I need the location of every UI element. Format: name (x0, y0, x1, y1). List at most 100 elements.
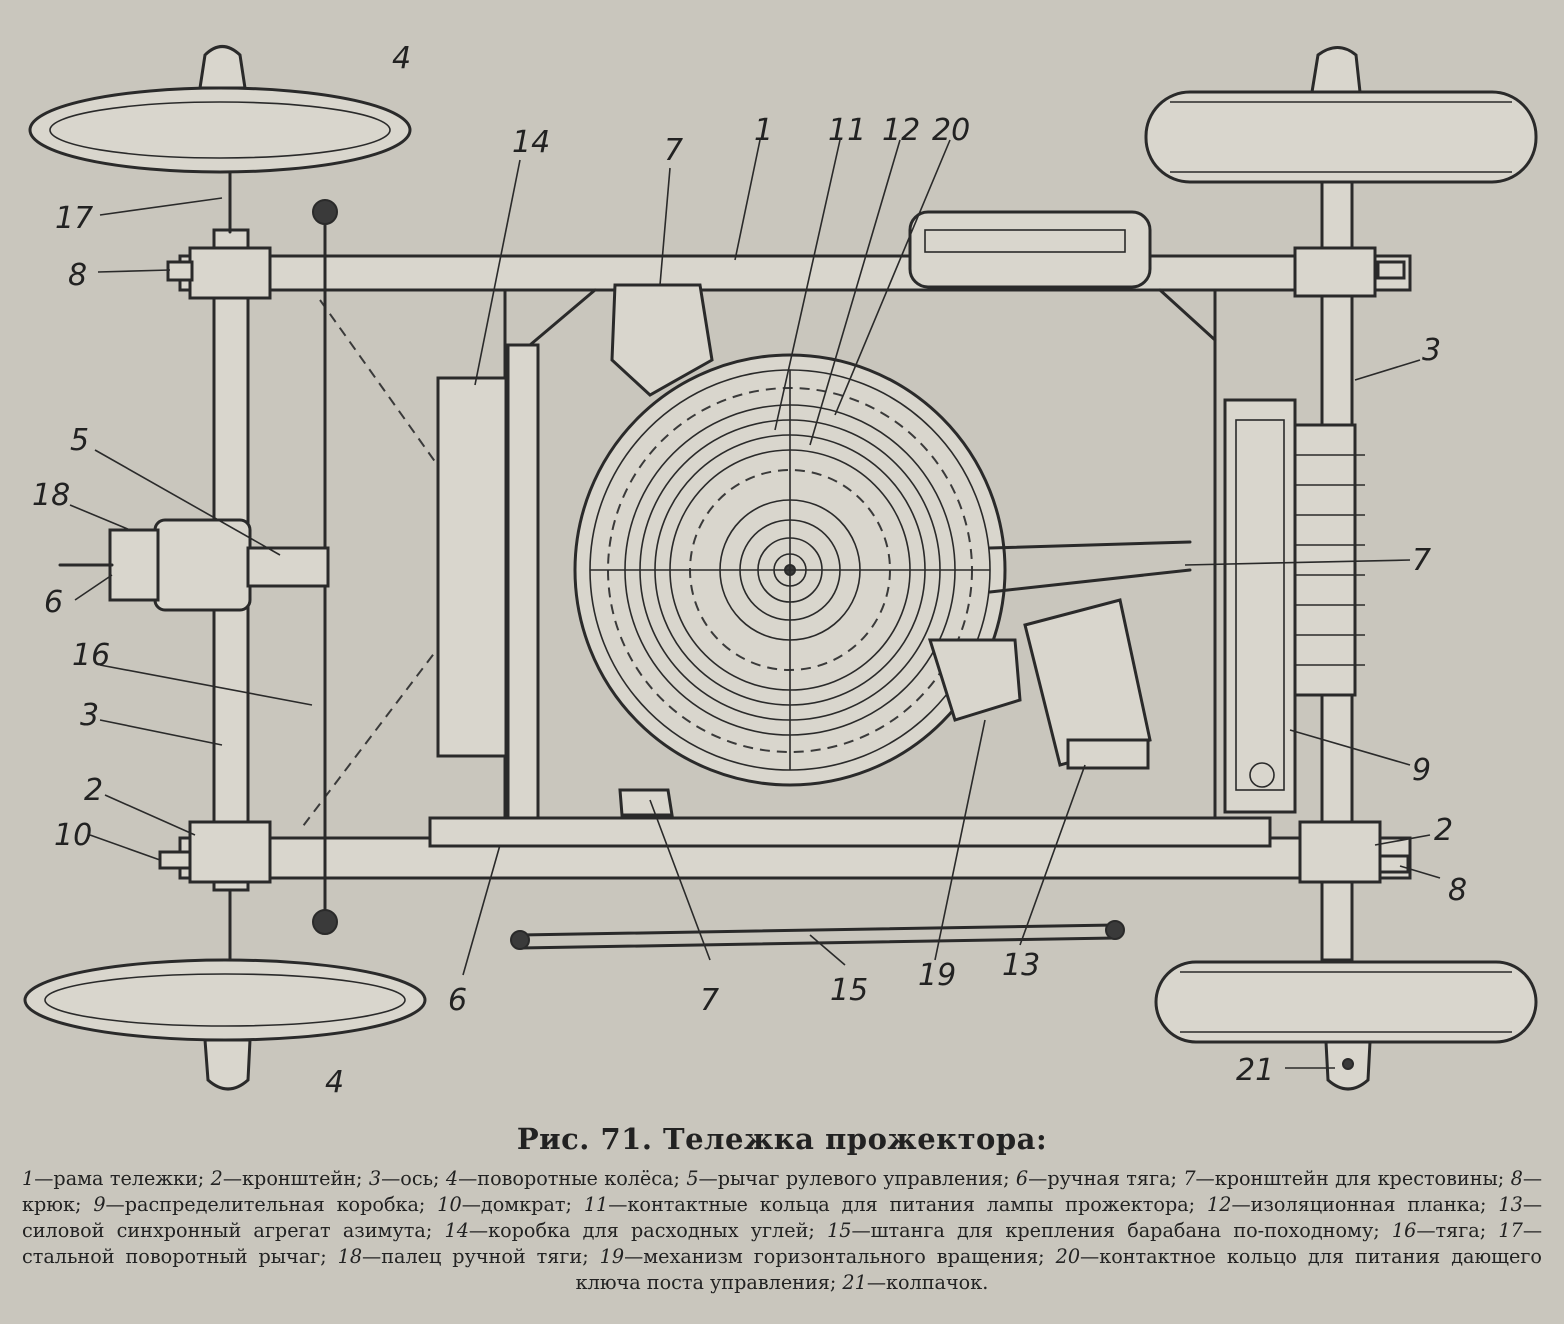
trolley-drawing: 4 14 7 1 11 12 20 17 8 3 5 18 6 7 16 3 9… (23, 41, 1538, 1100)
leader-lines (69, 139, 1441, 1069)
wheel-bottom-right (1154, 960, 1538, 1044)
cross-bracket-bottom (618, 788, 674, 817)
legend-number: 19 (599, 1245, 625, 1268)
frame-side-member (506, 343, 540, 847)
legend-item: 17—стальной поворотный рычаг; (22, 1219, 1542, 1268)
legend-number: 15 (827, 1219, 852, 1242)
legend-number: 2 (210, 1167, 223, 1190)
callout-3-right: 3 (1422, 333, 1441, 368)
callout-7-bottom: 7 (700, 983, 719, 1018)
cap-top-left (198, 45, 247, 90)
legend-number: 18 (337, 1245, 363, 1268)
legend-item: 4—поворотные колёса; (446, 1167, 686, 1190)
legend-text: —рычаг рулевого управления; (698, 1167, 1016, 1190)
right-bracket-bottom (1298, 820, 1382, 884)
callout-labels: 4 14 7 1 11 12 20 17 8 3 5 18 6 7 16 3 9… (32, 41, 1467, 1100)
legend-text: —кронштейн для крестовины; (1195, 1167, 1511, 1190)
legend-item: 1—рама тележки; (22, 1167, 211, 1190)
legend-item: 3—ось; (369, 1167, 446, 1190)
right-bracket-top (1293, 246, 1377, 298)
frame-top-beam (178, 254, 1412, 292)
azimuth-drive (1023, 598, 1152, 767)
callout-19: 19 (918, 958, 956, 993)
legend-item: 18—палец ручной тяги; (338, 1245, 600, 1268)
legend-number: 3 (368, 1167, 382, 1190)
stowing-bar (518, 923, 1117, 937)
legend-text: —тяга; (1416, 1219, 1499, 1242)
callout-14: 14 (512, 125, 550, 160)
figure-legend: 1—рама тележки; 2—кронштейн; 3—ось; 4—по… (22, 1166, 1542, 1296)
legend-item: 11—контактные кольца для питания лампы п… (584, 1193, 1207, 1216)
legend-item: 19—механизм горизонтального вращения; (600, 1245, 1056, 1268)
cross-bracket-top (610, 283, 714, 397)
steering-lever (246, 546, 330, 588)
callout-7-right: 7 (1412, 543, 1431, 578)
top-box (908, 210, 1152, 289)
legend-text: —ось; (381, 1167, 446, 1190)
wheel-bottom-left (23, 958, 427, 1042)
legend-number: 14 (444, 1219, 469, 1242)
callout-8-left: 8 (68, 258, 87, 293)
legend-text: —механизм горизонтального вращения; (624, 1245, 1056, 1268)
legend-text: —штанга для крепления барабана по-походн… (851, 1219, 1392, 1242)
legend-number: 7 (1183, 1167, 1196, 1190)
legend-number: 13 (1498, 1193, 1523, 1216)
legend-number: 21 (842, 1271, 867, 1294)
cap-top-right (1310, 46, 1362, 94)
callout-2-left: 2 (84, 773, 103, 808)
callout-13: 13 (1002, 948, 1040, 983)
callout-20: 20 (932, 113, 970, 148)
legend-number: 11 (583, 1193, 609, 1216)
legend-number: 12 (1207, 1193, 1232, 1216)
left-bracket-bottom (188, 820, 272, 884)
left-axle-assembly (23, 45, 427, 1091)
legend-text: —контактные кольца для питания лампы про… (608, 1193, 1208, 1216)
legend-text: —контактное кольцо для питания дающего к… (575, 1245, 1542, 1294)
legend-number: 20 (1055, 1245, 1081, 1268)
callout-12: 12 (882, 113, 920, 148)
legend-text: —поворотные колёса; (458, 1167, 687, 1190)
legend-item: 5—рычаг рулевого управления; (686, 1167, 1016, 1190)
right-axle-assembly (1144, 46, 1538, 1091)
callout-15: 15 (830, 973, 868, 1008)
legend-item: 20—контактное кольцо для питания дающего… (576, 1245, 1542, 1294)
callout-7-top: 7 (664, 133, 683, 168)
callout-6-left: 6 (44, 585, 63, 620)
legend-text: —домкрат; (461, 1193, 584, 1216)
legend-item: 10—домкрат; (437, 1193, 584, 1216)
callout-2-right: 2 (1434, 813, 1453, 848)
legend-text: —изоляционная планка; (1231, 1193, 1499, 1216)
callout-1: 1 (754, 113, 773, 148)
legend-item: 6—ручная тяга; (1016, 1167, 1183, 1190)
legend-number: 6 (1015, 1167, 1029, 1190)
legend-text: —стальной поворотный рычаг; (22, 1219, 1542, 1268)
cap-bottom-left (203, 1038, 252, 1091)
legend-item: 13—силовой синхронный агрегат азимута; (22, 1193, 1542, 1242)
callout-16: 16 (72, 638, 110, 673)
legend-text: —силовой синхронный агрегат азимута; (22, 1193, 1542, 1242)
callout-8-right: 8 (1448, 873, 1467, 908)
legend-text: —ручная тяга; (1028, 1167, 1184, 1190)
legend-number: 17 (1498, 1219, 1523, 1242)
legend-number: 9 (93, 1193, 106, 1216)
legend-item: 9—распределительная коробка; (93, 1193, 437, 1216)
callout-10: 10 (54, 818, 92, 853)
legend-number: 1 (22, 1167, 35, 1190)
steering-lever-housing (153, 518, 252, 612)
callout-9: 9 (1412, 753, 1431, 788)
hand-pull-pin (108, 528, 160, 602)
hand-pull-rod (428, 816, 1272, 848)
legend-number: 4 (445, 1167, 459, 1190)
legend-text: —рама тележки; (34, 1167, 211, 1190)
wheel-top-left (28, 86, 412, 174)
figure-title: Рис. 71. Тележка прожектора: (516, 1122, 1048, 1156)
callout-6-bottom: 6 (448, 983, 467, 1018)
legend-text: —распределительная коробка; (105, 1193, 438, 1216)
legend-number: 16 (1391, 1219, 1417, 1242)
legend-item: 14—коробка для расходных углей; (445, 1219, 828, 1242)
callout-4-bottom: 4 (325, 1065, 344, 1100)
callout-18: 18 (32, 478, 70, 513)
horizontal-mechanism (927, 638, 1022, 722)
callout-17: 17 (55, 201, 93, 236)
